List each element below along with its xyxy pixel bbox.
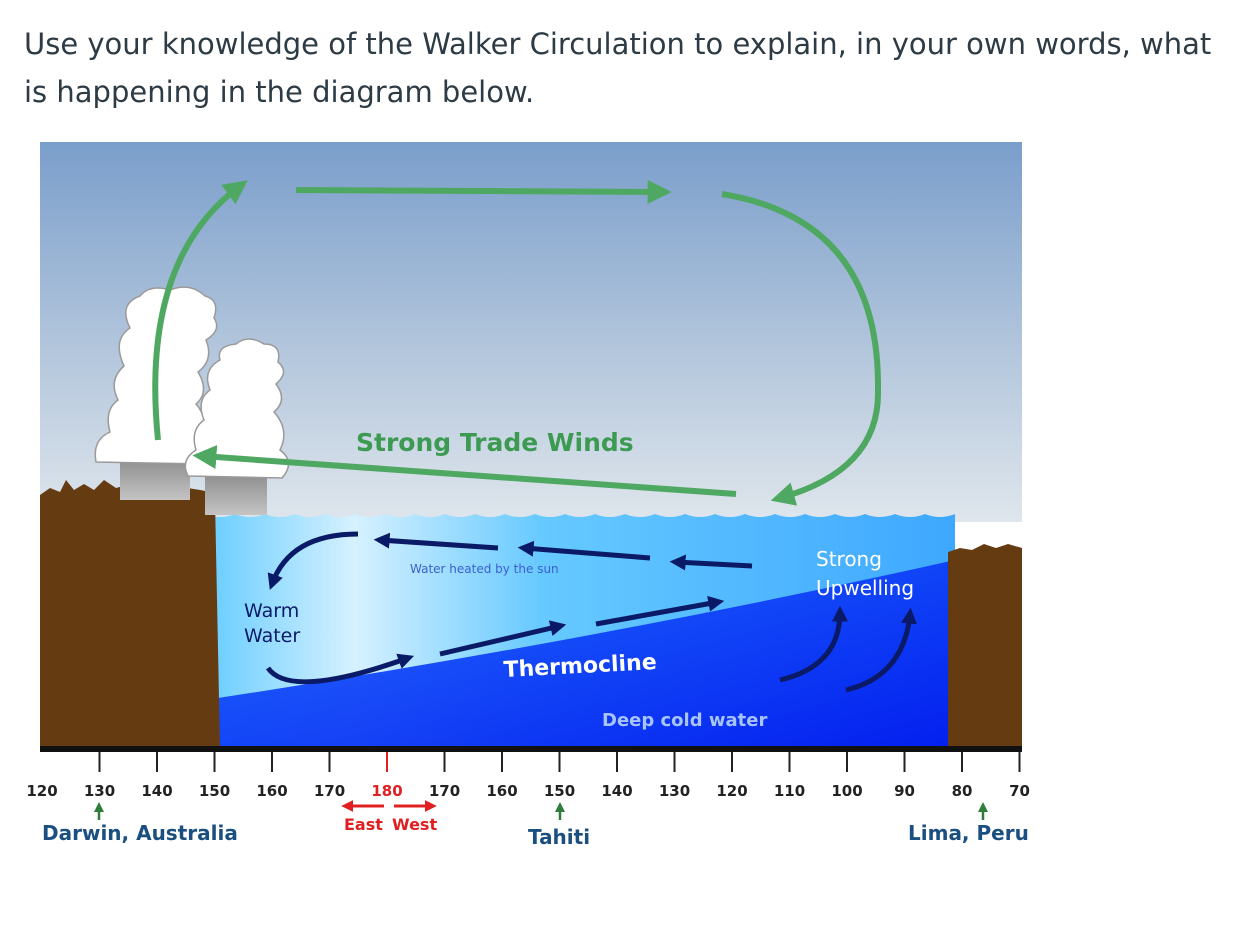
longitude-tick-label: 80 — [952, 782, 973, 800]
upwelling-label-2: Upwelling — [816, 576, 914, 600]
darwin-label: Darwin, Australia — [42, 821, 238, 845]
longitude-tick-label: 160 — [486, 782, 517, 800]
air-circulation-arrows — [152, 179, 882, 506]
longitude-tick-label: 90 — [894, 782, 915, 800]
longitude-tick-label: 140 — [141, 782, 172, 800]
longitude-tick-label: 120 — [716, 782, 747, 800]
upper-air-arrow — [295, 179, 672, 204]
sinking-air-arrow — [721, 191, 882, 506]
rain-column-2 — [205, 475, 267, 515]
longitude-tick-label: 170 — [429, 782, 460, 800]
longitude-tick-label: 120 — [26, 782, 57, 800]
longitude-tick-label: 150 — [544, 782, 575, 800]
upwelling-label-1: Strong — [816, 547, 882, 571]
longitude-tick-label: 100 — [831, 782, 862, 800]
location-markers: Darwin, Australia Tahiti Lima, Peru — [42, 802, 1029, 849]
longitude-ticks: 120 130 140 150 160 170 180 170 160 150 140 130 120 1… — [26, 752, 1030, 800]
longitude-tick-label: 150 — [199, 782, 230, 800]
east-west-indicator: East West — [341, 800, 437, 834]
longitude-tick-label: 130 — [659, 782, 690, 800]
longitude-tick-label: 70 — [1009, 782, 1030, 800]
question-text: Use your knowledge of the Walker Circula… — [24, 27, 1212, 109]
deep-cold-water-label: Deep cold water — [602, 710, 767, 731]
west-label: West — [392, 815, 437, 834]
longitude-tick-label: 160 — [256, 782, 287, 800]
deep-cold-water — [205, 560, 955, 748]
east-label: East — [344, 815, 383, 834]
trade-winds-label: Strong Trade Winds — [356, 428, 634, 457]
water-circulation-arrows — [265, 531, 918, 693]
land-right — [948, 544, 1022, 748]
longitude-axis-line — [40, 746, 1022, 752]
warm-water-label-2: Water — [244, 625, 300, 647]
land-left — [40, 480, 220, 748]
lima-label: Lima, Peru — [908, 821, 1029, 845]
longitude-tick-label: 130 — [84, 782, 115, 800]
longitude-tick-label: 110 — [774, 782, 805, 800]
longitude-tick-label: 140 — [601, 782, 632, 800]
water-heated-label: Water heated by the sun — [410, 562, 559, 576]
longitude-tick-label: 180 — [371, 782, 402, 800]
tahiti-label: Tahiti — [528, 825, 590, 849]
longitude-tick-label: 170 — [314, 782, 345, 800]
warm-water-label-1: Warm — [244, 600, 299, 622]
rain-column-1 — [120, 460, 190, 500]
trade-winds-arrow — [192, 445, 737, 497]
rising-air-arrow — [152, 180, 248, 441]
